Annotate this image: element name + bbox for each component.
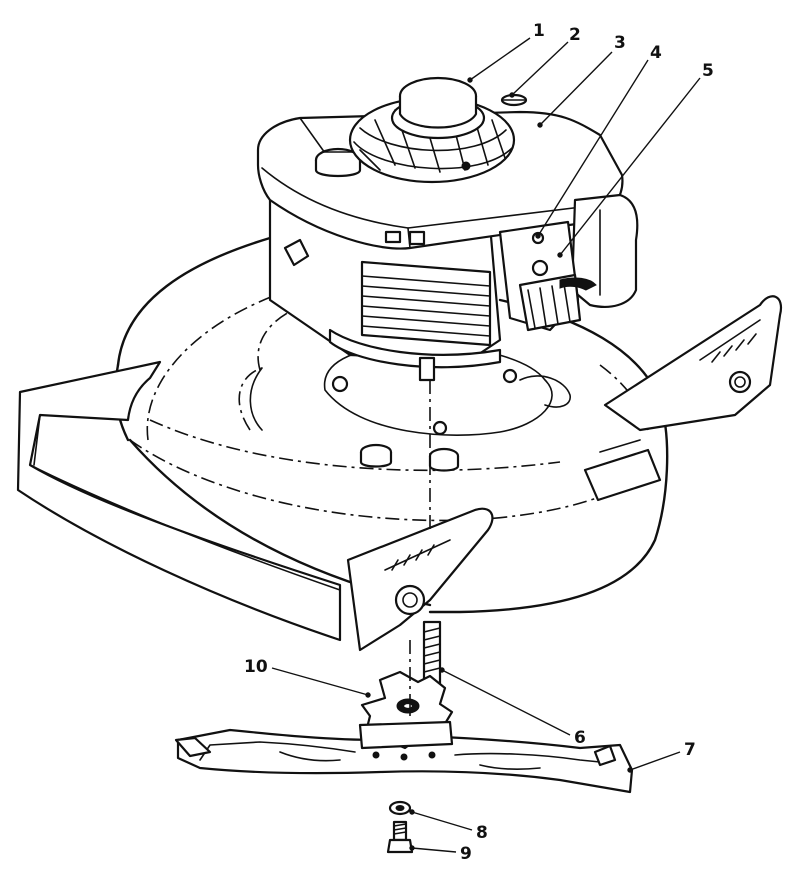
engine xyxy=(256,76,639,382)
callout-8: 8 xyxy=(476,823,488,843)
mower-deck xyxy=(16,230,783,652)
callout-9: 9 xyxy=(460,844,472,864)
callout-1: 1 xyxy=(533,21,545,41)
callout-5: 5 xyxy=(702,61,714,81)
callout-4: 4 xyxy=(650,43,662,63)
callout-3: 3 xyxy=(614,33,626,53)
blade-assembly xyxy=(174,620,634,854)
callout-10: 10 xyxy=(244,657,268,677)
callout-labels: 1 2 3 4 5 6 7 8 9 10 xyxy=(244,21,714,864)
callout-2: 2 xyxy=(569,25,581,45)
callout-6: 6 xyxy=(574,728,586,748)
callout-7: 7 xyxy=(684,740,696,760)
leader-lines xyxy=(271,37,701,853)
